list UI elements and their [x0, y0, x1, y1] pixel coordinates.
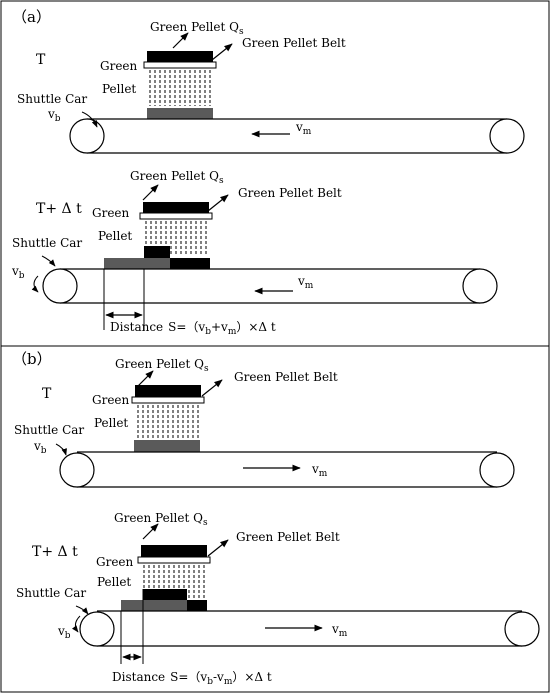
- shuttle-car-label: Shuttle Car: [17, 92, 87, 106]
- panel-b-label: （b）: [12, 350, 52, 368]
- pellet-qs-arrow: [172, 32, 189, 49]
- pellet-qs-label: Green Pellet Qs: [130, 169, 224, 186]
- panel-b-frame: [0, 345, 550, 693]
- pellet-layer: [147, 108, 213, 119]
- panel-a-label: （a）: [12, 8, 51, 26]
- left-pulley: [59, 452, 95, 488]
- pellet-qs-label: Green Pellet Qs: [150, 20, 244, 37]
- shuttle-car-label: Shuttle Car: [12, 236, 82, 250]
- time-label: T+ Δ t: [36, 201, 82, 217]
- belt-label-arrow: [207, 539, 229, 557]
- green-pellet-belt-top: [141, 545, 207, 557]
- green-pellet-belt-plate: [143, 61, 217, 69]
- vb-label: vb: [11, 264, 25, 281]
- panel-b-scene-t: T Green Pellet Qs Green Pellet Belt Gree…: [14, 357, 515, 488]
- pellet-layer-under: [144, 258, 170, 269]
- green-pellet-belt-plate: [139, 212, 213, 220]
- vb-arrow: [71, 615, 81, 633]
- vb-label: vb: [47, 107, 61, 124]
- green-pellet-belt-top: [135, 385, 201, 397]
- pellet-layer: [134, 440, 200, 452]
- time-label: T+ Δ t: [32, 544, 78, 560]
- green-pellet-belt-top: [143, 202, 209, 213]
- pellet-word: Pellet: [98, 229, 132, 243]
- green-pellet-belt-plate: [131, 396, 205, 404]
- green-word: Green: [96, 555, 134, 569]
- time-label: T: [36, 52, 46, 68]
- belt-label: Green Pellet Belt: [236, 530, 340, 544]
- green-pellet-belt-top: [147, 51, 213, 62]
- pellet-layer-new: [170, 258, 210, 269]
- left-pulley: [69, 118, 105, 154]
- belt-label-arrow: [207, 194, 229, 212]
- right-pulley: [462, 268, 498, 304]
- green-pellet-belt-plate: [137, 556, 211, 564]
- vm-label: vm: [331, 622, 348, 639]
- falling-pellets: [137, 405, 199, 438]
- vm-label: vm: [311, 462, 328, 479]
- vb-arrow: [81, 111, 98, 128]
- belt-label: Green Pellet Belt: [242, 36, 346, 50]
- pellet-layer-new: [187, 600, 207, 611]
- pellet-word: Pellet: [97, 575, 131, 589]
- green-word: Green: [100, 59, 138, 73]
- shuttle-car-arrow: [41, 255, 56, 267]
- pellet-layer-shifted: [104, 258, 144, 269]
- vm-label: vm: [297, 274, 314, 291]
- pellet-qs-label: Green Pellet Qs: [114, 511, 208, 528]
- belt-label-arrow: [211, 43, 233, 61]
- panel-a-scene-t: T Green Pellet Qs Green Pellet Belt Gree…: [17, 20, 525, 154]
- right-pulley: [504, 611, 540, 647]
- pellet-layer-new-top: [144, 246, 170, 258]
- pellet-layer-new-top: [143, 589, 187, 600]
- pellet-qs-arrow: [137, 370, 154, 387]
- shuttle-car-label: Shuttle Car: [16, 586, 86, 600]
- pellet-word: Pellet: [94, 416, 128, 430]
- vm-label: vm: [295, 120, 312, 137]
- falling-pellets: [149, 70, 211, 106]
- green-word: Green: [92, 393, 130, 407]
- right-pulley: [479, 452, 515, 488]
- green-word: Green: [92, 206, 130, 220]
- shuttle-car-label: Shuttle Car: [14, 423, 84, 437]
- falling-pellets: [145, 221, 207, 256]
- shuttle-car-arrow: [55, 443, 67, 456]
- belt-label: Green Pellet Belt: [234, 370, 338, 384]
- vb-arrow: [31, 275, 39, 293]
- left-pulley: [79, 611, 115, 647]
- belt-label: Green Pellet Belt: [238, 186, 342, 200]
- pellet-word: Pellet: [102, 82, 136, 96]
- time-label: T: [42, 386, 52, 402]
- pellet-layer-shifted: [121, 600, 187, 611]
- panel-b-scene-t-dt: T+ Δ t Green Pellet Qs Green Pellet Belt…: [16, 511, 540, 687]
- falling-pellets: [143, 565, 205, 598]
- vb-label: vb: [57, 624, 71, 641]
- pellet-qs-arrow: [142, 523, 159, 540]
- pellet-qs-arrow: [142, 184, 159, 201]
- pellet-qs-label: Green Pellet Qs: [115, 357, 209, 374]
- left-pulley: [42, 268, 78, 304]
- shuttle-car-arrow: [75, 605, 89, 615]
- belt-label-arrow: [201, 379, 223, 397]
- panel-a-scene-t-dt: T+ Δ t Green Pellet Qs Green Pellet Belt…: [11, 169, 498, 337]
- vb-label: vb: [33, 439, 47, 456]
- right-pulley: [489, 118, 525, 154]
